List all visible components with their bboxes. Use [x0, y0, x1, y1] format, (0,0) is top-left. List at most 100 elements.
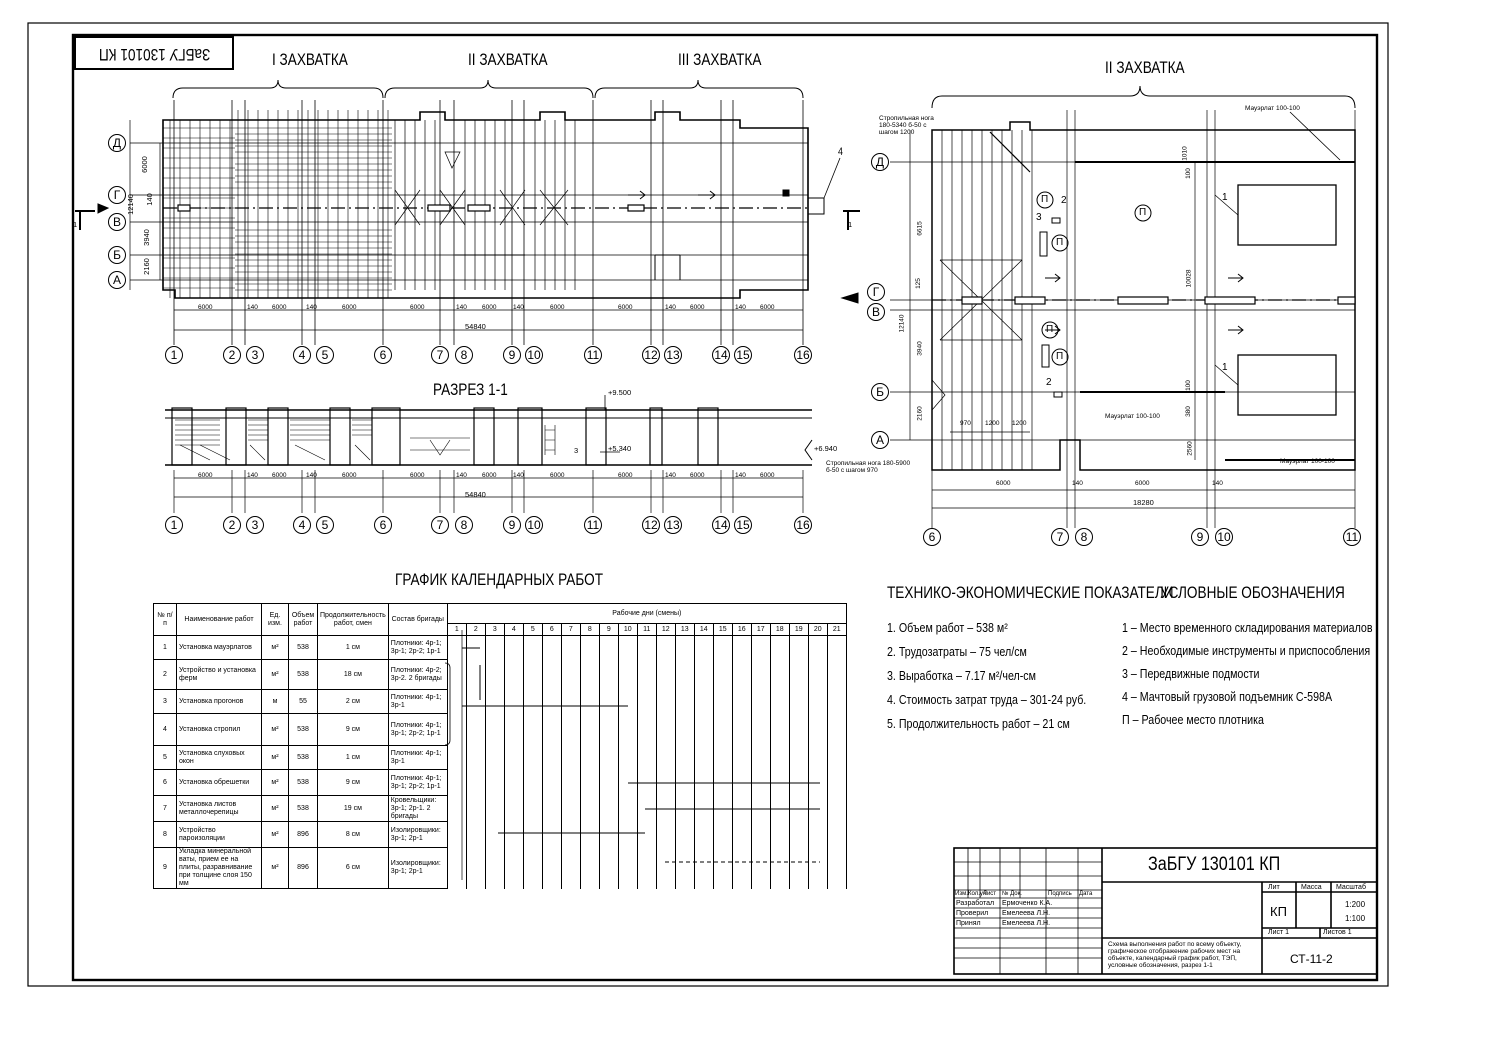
legend-title: УСЛОВНЫЕ ОБОЗНАЧЕНИЯ — [1160, 583, 1345, 602]
schedule-title: ГРАФИК КАЛЕНДАРНЫХ РАБОТ — [395, 570, 604, 589]
tech-item: 1. Объем работ – 538 м² — [887, 620, 1008, 635]
schedule-cell: 2 см — [317, 689, 389, 714]
detail-mark: 3 — [1036, 212, 1042, 223]
detail-mark: П — [1139, 207, 1147, 218]
plan-col-axis: 4 — [293, 346, 311, 364]
schedule-cell: 8 см — [317, 821, 389, 848]
plan-dim: 140 — [306, 304, 317, 311]
detail-col-axis: 7 — [1051, 528, 1069, 546]
section-col-axis: 3 — [246, 516, 264, 534]
detail-right-dim: 2560 — [1186, 441, 1194, 456]
schedule-cell: Плотники: 4р-1; 3р-1; 2р-2; 1р-1 — [387, 769, 448, 796]
schedule-cell: м — [261, 689, 289, 714]
detail-mark: 1 — [1222, 362, 1228, 373]
schedule-cell: 538 — [288, 745, 318, 770]
section-col-axis: 16 — [794, 516, 812, 534]
rafter-note-top: Стропильная нога 180-5340 б-50 с шагом 1… — [879, 115, 934, 136]
plan-dim: 6000 — [760, 304, 775, 311]
section-dim: 140 — [513, 472, 524, 479]
section-col-axis: 15 — [734, 516, 752, 534]
schedule-day: 20 — [807, 623, 828, 636]
schedule-cell: 55 — [288, 689, 318, 714]
schedule-cell: 896 — [288, 821, 318, 848]
detail-plan — [840, 110, 1356, 528]
schedule-day: 17 — [750, 623, 771, 636]
top-stamp-box — [74, 36, 234, 70]
schedule-cell: м² — [261, 745, 289, 770]
schedule-cell: Устройство пароизоляции — [176, 821, 262, 848]
zone-2-label: II ЗАХВАТКА — [468, 50, 548, 69]
schedule-cell: 9 см — [317, 769, 389, 796]
schedule-cell: м² — [261, 635, 289, 660]
schedule-cell: 538 — [288, 713, 318, 746]
section-dim: 140 — [665, 472, 676, 479]
stamp-scale-2: 1:100 — [1345, 914, 1366, 923]
schedule-cell: 9 см — [317, 713, 389, 746]
stamp-sheet: Лист 1 — [1268, 929, 1290, 936]
schedule-day: 6 — [541, 623, 562, 636]
schedule-cell: Укладка минеральной ваты, прием ее на пл… — [176, 847, 262, 889]
schedule-cell: Кровельщики: 3р-1; 2р-1. 2 бригады — [387, 795, 448, 822]
zone-3-label: III ЗАХВАТКА — [678, 50, 762, 69]
detail-mark: 2 — [1046, 377, 1052, 388]
stamp-role: Принял — [956, 920, 981, 927]
plan-left-dim-1: 6000 — [139, 156, 149, 173]
stamp-col-header: Подпись — [1048, 891, 1072, 897]
schedule-cell: Установка прогонов — [176, 689, 262, 714]
schedule-cell: 1 см — [317, 745, 389, 770]
schedule-cell: 1 см — [317, 635, 389, 660]
schedule-day: 10 — [617, 623, 638, 636]
schedule-day: 12 — [655, 623, 676, 636]
schedule-cell: Устройство и установка ферм — [176, 659, 262, 690]
plan-col-axis: 10 — [525, 346, 543, 364]
schedule-header: Продолжительность работ, смен — [317, 603, 389, 636]
detail-mark: П — [1056, 351, 1064, 362]
section-col-axis: 7 — [431, 516, 449, 534]
plan-left-dim-4: 2160 — [141, 258, 151, 275]
schedule-cell: Установка слуховых окон — [176, 745, 262, 770]
schedule-cell: Установка стропил — [176, 713, 262, 746]
schedule-day: 9 — [598, 623, 619, 636]
detail-dim: 6000 — [996, 480, 1011, 487]
schedule-cell: 9 — [153, 847, 177, 889]
plan-row-axis: Б — [108, 246, 126, 264]
stamp-role: Разработал — [956, 900, 995, 907]
legend-item: 3 – Передвижные подмости — [1122, 666, 1260, 681]
section-dim: 6000 — [690, 472, 705, 479]
plan-col-axis: 16 — [794, 346, 812, 364]
detail-row-axis: А — [871, 431, 889, 449]
schedule-cell: Установка листов металлочерепицы — [176, 795, 262, 822]
section-dim: 6000 — [482, 472, 497, 479]
section-col-axis: 8 — [455, 516, 473, 534]
schedule-cell: Плотники: 4р-1; 3р-1 — [387, 689, 448, 714]
schedule-cell: Плотники: 4р-1; 3р-1; 2р-2; 1р-1 — [387, 635, 448, 660]
detail-dim-top: 1200 — [985, 420, 1000, 427]
stage-h-2: Масса — [1301, 884, 1322, 891]
schedule-cell: Плотники: 4р-1; 3р-1 — [387, 745, 448, 770]
detail-right-dim: 1010 — [1181, 146, 1189, 161]
plan-col-axis: 6 — [374, 346, 392, 364]
section-dim: 6000 — [618, 472, 633, 479]
detail-row-axis: В — [867, 303, 885, 321]
schedule-cell: 538 — [288, 769, 318, 796]
detail-col-axis: 6 — [923, 528, 941, 546]
schedule-day: 19 — [788, 623, 809, 636]
schedule-cell: м² — [261, 821, 289, 848]
stamp-code: ЗаБГУ 130101 КП — [1148, 854, 1281, 875]
schedule-cell: 8 — [153, 821, 177, 848]
callout-4: 4 — [838, 146, 843, 158]
schedule-header: Наименование работ — [176, 603, 262, 636]
schedule-cell: 6 см — [317, 847, 389, 889]
stamp-scale-1: 1:200 — [1345, 900, 1366, 909]
section-col-axis: 5 — [316, 516, 334, 534]
schedule-day: 1 — [446, 623, 467, 636]
schedule-cell: 19 см — [317, 795, 389, 822]
plan-row-axis: В — [108, 213, 126, 231]
stamp-sheet-code: СТ-11-2 — [1290, 952, 1333, 966]
plan-dim: 6000 — [342, 304, 357, 311]
detail-dim: 6000 — [1135, 480, 1150, 487]
